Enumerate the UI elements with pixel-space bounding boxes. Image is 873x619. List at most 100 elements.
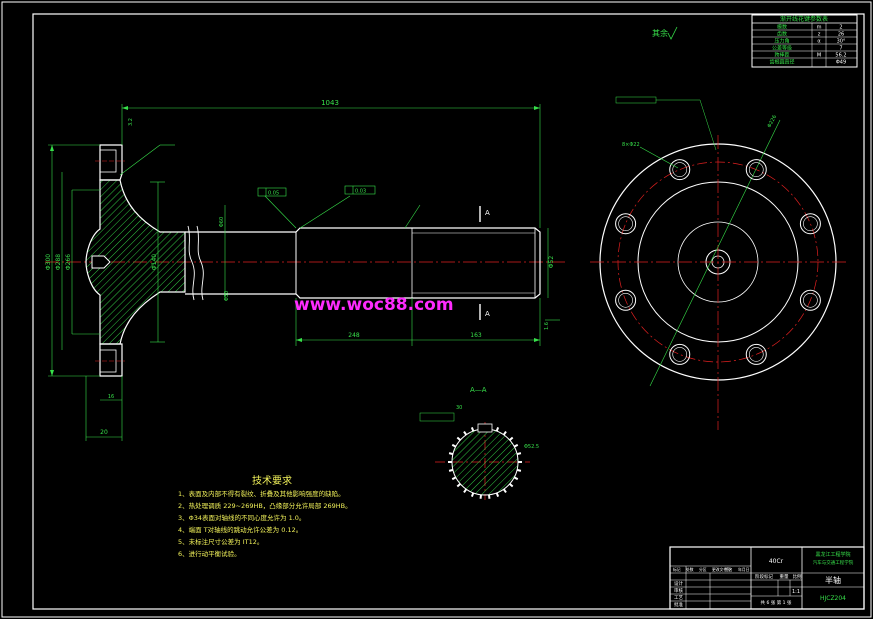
section-a-bottom-label: A (485, 310, 490, 318)
dim-total-length: 1043 (321, 99, 339, 107)
title-scale: 1:1 (792, 589, 800, 595)
title-stage-labels: 阶段标记 (755, 573, 773, 580)
bolt-hole-inner (618, 216, 633, 232)
spline-tooth (470, 427, 475, 432)
tech-req-item-2: 2、热处理调质 229~269HB，凸缘部分允许局部 269HB。 (178, 501, 352, 510)
param-symbol: z (818, 32, 821, 38)
bolt-hole-inner (803, 292, 818, 308)
spline-tooth (516, 452, 522, 456)
spline-tooth (448, 452, 454, 456)
title-school: 黑龙江工程学院 (815, 551, 850, 558)
spline-tooth (502, 430, 507, 436)
spline-tooth (516, 468, 522, 472)
dim-len-16: 16 (108, 394, 114, 400)
title-drawing-no: HJCZ204 (820, 595, 846, 602)
spline-od-label: Φ52.5 (524, 444, 539, 450)
hole-note: 8×Φ22 (622, 142, 640, 148)
param-symbol: m (817, 25, 822, 31)
section-aa-label: A—A (470, 386, 487, 394)
param-name: 跨棒距 (774, 52, 789, 59)
tech-req-item-5: 5、未标注尺寸公差为 IT12。 (178, 537, 263, 546)
bolt-hole (669, 343, 691, 365)
param-value: 7 (839, 46, 842, 52)
title-block-role: 批准 (674, 601, 683, 608)
dim-dia-288: Φ288 (55, 254, 62, 270)
param-name: 齿数 (777, 31, 787, 38)
title-block (669, 546, 865, 610)
bolt-hole (669, 159, 691, 181)
bolt-hole (615, 213, 637, 235)
bolt-hole-inner (748, 347, 764, 362)
technical-requirements: 技术要求 1、表面及内部不得有裂纹、折叠及其他影响强度的缺陷。 2、热处理调质 … (178, 474, 352, 558)
spline-tooth (463, 430, 468, 436)
shaft-elevation-view: A A (45, 144, 565, 377)
bolt-hole-inner (618, 292, 633, 308)
dim-len-163: 163 (470, 332, 482, 339)
param-name: 模数 (777, 24, 787, 31)
bolt-hole (745, 159, 767, 181)
param-symbol: α (817, 39, 821, 45)
spline-tooth (513, 443, 519, 448)
dim-dia-300: Φ300 (45, 254, 52, 270)
title-school2: 汽车与交通工程学院 (813, 559, 854, 566)
bolt-hole-inner (748, 162, 764, 177)
dim-dia-60: Φ60 (219, 217, 225, 227)
param-value: 2 (839, 25, 842, 31)
dim-dia-140: Φ140 (151, 254, 158, 270)
tech-req-item-1: 1、表面及内部不得有裂纹、折叠及其他影响强度的缺陷。 (178, 489, 345, 498)
title-material: 40Cr (769, 558, 784, 565)
pcd-label: Φ226 (766, 114, 778, 129)
bolt-hole-inner (672, 347, 688, 362)
title-block-label: 标记 (673, 567, 681, 572)
dimension-arrows (50, 106, 540, 376)
title-block-role: 工艺 (674, 595, 683, 601)
spline-tooth (502, 488, 507, 494)
tech-req-item-4: 4、端面 T对轴线的跳动允许公差为 0.12。 (178, 525, 302, 534)
title-sheet: 共 6 张 第 1 张 (761, 599, 792, 606)
inner-frame (32, 13, 865, 610)
dim-len-20: 20 (100, 429, 108, 436)
dimension-lines (48, 104, 560, 441)
title-block-role: 审核 (674, 587, 683, 594)
spline-tooth (470, 492, 475, 497)
bolt-hole (799, 213, 821, 235)
param-name: 公差等级 (772, 45, 792, 52)
spline-tooth (451, 476, 457, 481)
param-value: Φ49 (836, 60, 846, 66)
title-block-label: 更改文件号 (712, 567, 731, 572)
title-block-role: 设计 (674, 580, 683, 587)
roughness-16: 1.6 (544, 322, 550, 330)
param-name: 压力角 (774, 38, 789, 45)
tolerance-a-value: 0.05 (268, 191, 279, 197)
spline-note: 30 (456, 405, 462, 411)
param-value: 26 (838, 32, 844, 38)
spline-tooth (495, 427, 500, 432)
spline-tooth (448, 468, 454, 472)
tolerance-frame-b: 0.03 (344, 185, 376, 195)
roughness-32: 3.2 (128, 118, 134, 126)
watermark: www.woc88.com (294, 295, 454, 315)
spline-tooth (451, 443, 457, 448)
dim-dia-30: Φ30 (224, 291, 230, 301)
flange-end-view (590, 119, 848, 430)
dim-dia-52: Φ52 (548, 256, 555, 269)
table-title: 渐开线花键参数表 (780, 15, 828, 23)
dim-dia-266: Φ266 (65, 254, 72, 270)
tech-req-item-3: 3、Φ34表面对轴线的不同心度允许为 1.0。 (178, 513, 305, 522)
bolt-hole (745, 343, 767, 365)
tolerance-frame-a: 0.05 (257, 187, 287, 197)
spline-tooth (456, 483, 461, 488)
tech-req-item-6: 6、进行动平衡试验。 (178, 549, 241, 558)
roughness-note: 其余 (652, 28, 668, 38)
spline-section-view (435, 422, 530, 500)
title-block-label: 处数 (686, 567, 694, 572)
dim-len-248: 248 (348, 332, 360, 339)
spline-tooth (513, 476, 519, 481)
title-block-label: 分区 (699, 567, 707, 572)
section-a-top-label: A (485, 209, 490, 217)
title-block-label: 签名 (725, 567, 733, 572)
title-scale-label: 比例 (793, 573, 802, 580)
